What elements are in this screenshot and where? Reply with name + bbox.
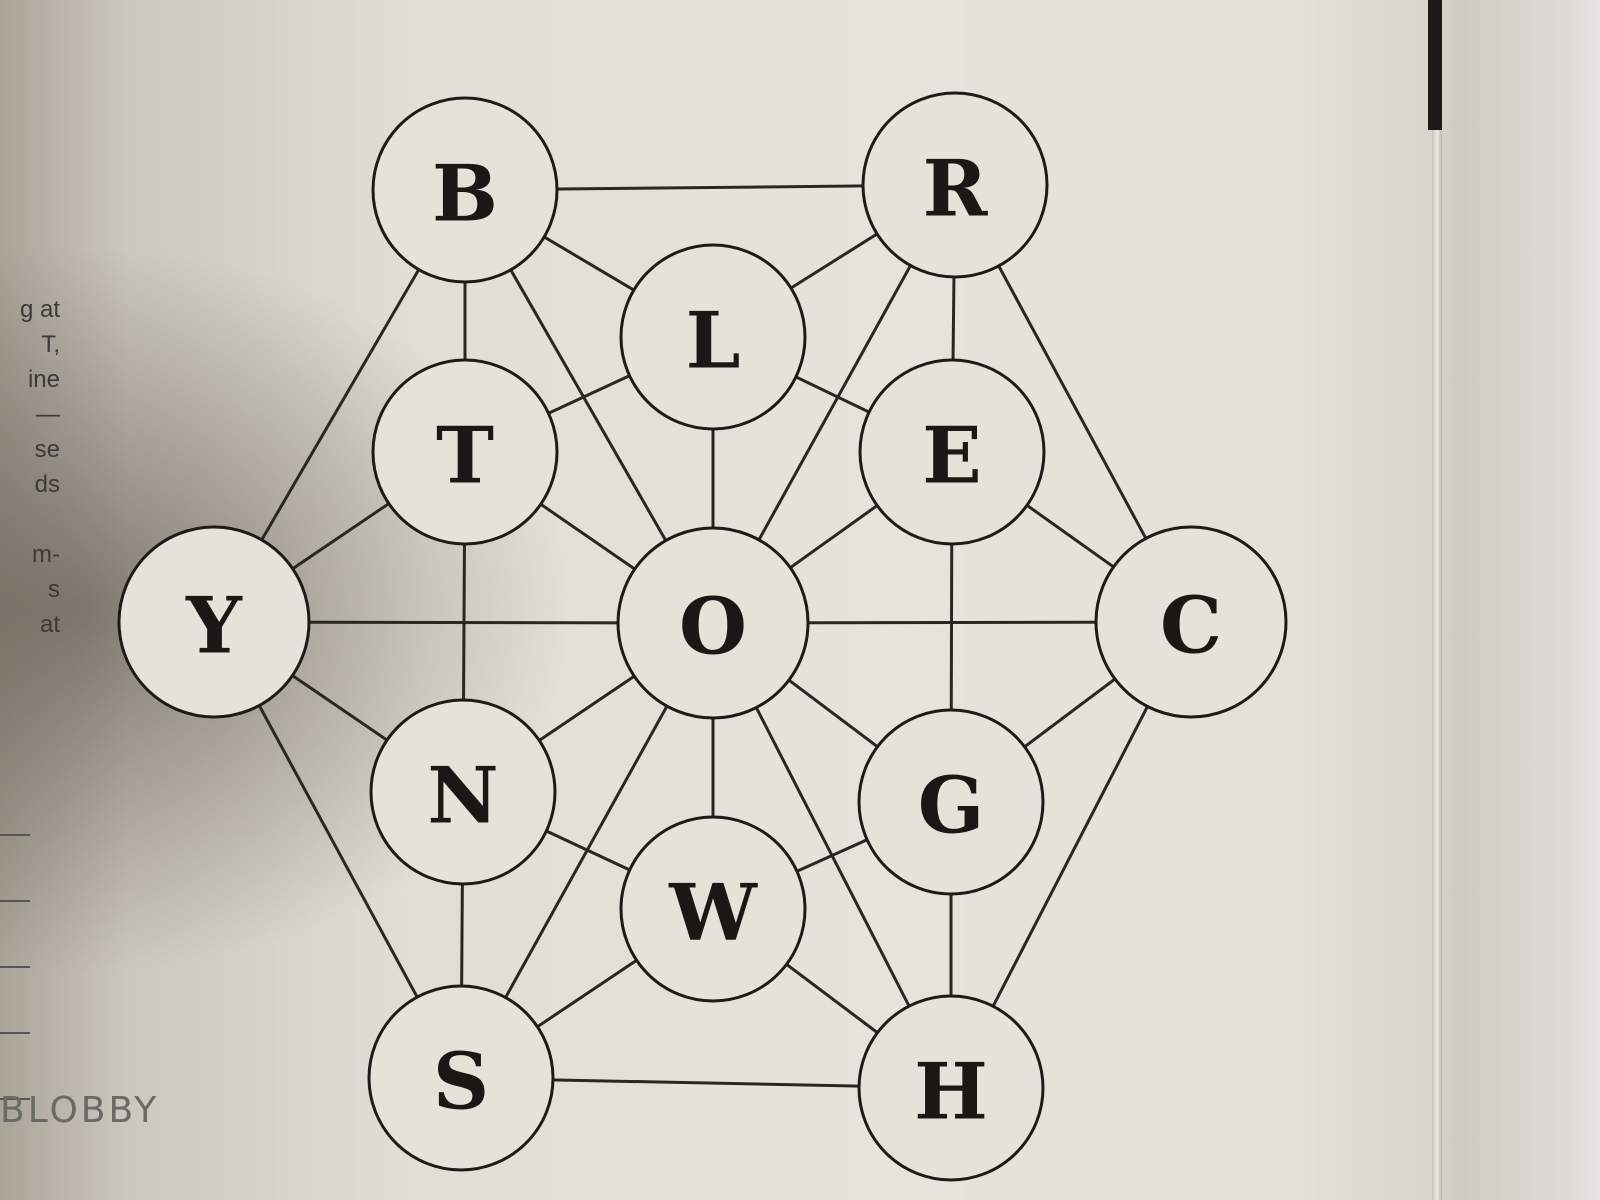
page-gutter [1432, 0, 1442, 1200]
margin-line: T, [41, 331, 60, 358]
letter-node-o[interactable]: O [616, 526, 810, 720]
margin-line: g at [19, 296, 60, 323]
node-letter: B [432, 149, 498, 240]
margin-line: at [39, 611, 60, 638]
letter-node-t[interactable]: T [371, 358, 559, 546]
letter-node-y[interactable]: Y [117, 525, 311, 719]
node-circle [861, 91, 1049, 279]
node-circle [1094, 525, 1288, 719]
node-letter: G [918, 761, 985, 852]
node-letter: E [922, 411, 981, 502]
margin-line: ds [34, 471, 60, 498]
letter-node-r[interactable]: R [861, 91, 1049, 279]
margin-line: se [34, 436, 60, 463]
node-circle [857, 994, 1045, 1182]
answer-line[interactable] [0, 902, 30, 968]
letter-node-l[interactable]: L [619, 243, 807, 431]
letter-node-n[interactable]: N [369, 698, 557, 886]
letter-node-b[interactable]: B [371, 96, 559, 284]
node-letter: S [433, 1037, 489, 1128]
node-circle [858, 358, 1046, 546]
node-circle [117, 525, 311, 719]
node-circle [369, 698, 557, 886]
node-letter: C [1160, 581, 1222, 672]
node-letter: L [686, 296, 741, 387]
node-circle [857, 708, 1045, 896]
node-circle [616, 526, 810, 720]
margin-text: g at T, ine — se ds m- s at [0, 292, 60, 642]
bookmark-ribbon [1428, 0, 1442, 130]
letter-nodes: B R L T E Y O C N G W S H [117, 91, 1288, 1182]
node-letter: W [668, 868, 758, 959]
node-circle [367, 984, 555, 1172]
answer-line[interactable] [0, 836, 30, 902]
node-letter: T [436, 411, 494, 502]
handwritten-answer: BLOBBY [0, 1090, 160, 1131]
node-letter: R [923, 144, 989, 235]
node-letter: N [427, 751, 498, 842]
letter-node-e[interactable]: E [858, 358, 1046, 546]
node-circle [371, 358, 559, 546]
letter-node-c[interactable]: C [1094, 525, 1288, 719]
node-circle [619, 815, 807, 1003]
node-circle [371, 96, 559, 284]
margin-line: m- [32, 541, 60, 568]
letter-node-s[interactable]: S [367, 984, 555, 1172]
letter-node-w[interactable]: W [619, 815, 807, 1003]
letter-node-g[interactable]: G [857, 708, 1045, 896]
letter-node-h[interactable]: H [857, 994, 1045, 1182]
node-circle [619, 243, 807, 431]
node-letter: Y [185, 581, 243, 672]
answer-lines [0, 770, 30, 1100]
answer-line[interactable] [0, 968, 30, 1034]
margin-line: ine [27, 366, 60, 393]
answer-line[interactable] [0, 770, 30, 836]
answer-line[interactable] [0, 1034, 30, 1100]
node-letter: O [679, 582, 747, 673]
margin-line: — [36, 401, 60, 428]
node-letter: H [914, 1047, 988, 1138]
margin-line: s [48, 576, 60, 603]
